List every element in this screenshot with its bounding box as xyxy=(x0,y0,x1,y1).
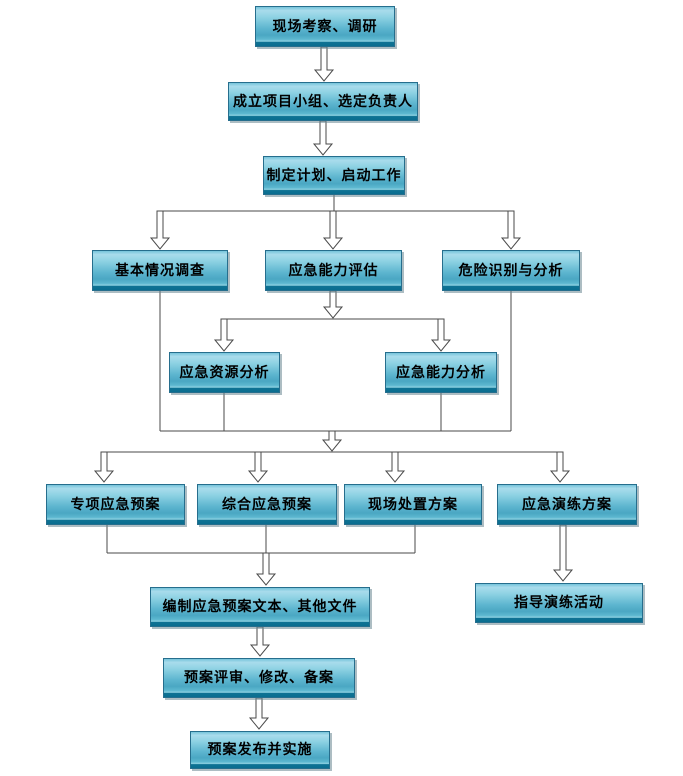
node-publish-implement: 预案发布并实施 xyxy=(190,731,330,769)
node-label: 基本情况调查 xyxy=(115,261,205,278)
node-special-plan: 专项应急预案 xyxy=(46,484,185,525)
node-label: 综合应急预案 xyxy=(222,495,312,512)
node-guide-drill: 指导演练活动 xyxy=(475,583,643,623)
arrow-to-capability-analysis xyxy=(430,318,452,352)
node-make-plan: 制定计划、启动工作 xyxy=(263,156,405,195)
node-label: 应急能力评估 xyxy=(288,261,379,278)
arrow-to-onsite-disposal xyxy=(384,451,406,483)
node-label: 现场处置方案 xyxy=(368,495,458,512)
arrow-to-basic-investigation xyxy=(149,210,171,250)
arrow-collector-to-distributor xyxy=(321,430,343,452)
node-onsite-disposal: 现场处置方案 xyxy=(344,484,482,525)
arrow-to-capability-evaluation xyxy=(322,210,344,250)
node-label: 指导演练活动 xyxy=(514,594,604,611)
node-label: 专项应急预案 xyxy=(70,495,161,512)
node-label: 应急资源分析 xyxy=(179,363,270,380)
arrow-drillplan-to-guide xyxy=(552,524,574,582)
arrow-to-comprehensive-plan xyxy=(247,451,269,483)
node-drill-plan: 应急演练方案 xyxy=(497,484,637,525)
node-capability-analysis: 应急能力分析 xyxy=(385,352,497,393)
node-capability-evaluation: 应急能力评估 xyxy=(265,250,402,291)
node-label: 应急演练方案 xyxy=(522,495,612,512)
node-label: 预案发布并实施 xyxy=(207,741,313,758)
flow-lines xyxy=(104,195,560,554)
node-resource-analysis: 应急资源分析 xyxy=(169,352,280,393)
arrow-to-hazard-identification xyxy=(500,210,522,250)
arrow-to-compile-documents xyxy=(255,552,277,586)
arrow-compile-to-review xyxy=(249,626,271,657)
arrow-to-special-plan xyxy=(93,451,115,483)
arrow-to-resource-analysis xyxy=(213,318,235,352)
arrow-to-drill-plan xyxy=(549,451,571,483)
node-hazard-identification: 危险识别与分析 xyxy=(442,250,580,291)
node-label: 编制应急预案文本、其他文件 xyxy=(162,598,358,615)
flow-arrows xyxy=(93,46,574,730)
node-basic-investigation: 基本情况调查 xyxy=(92,250,228,291)
node-label: 成立项目小组、选定负责人 xyxy=(233,92,413,109)
arrow-review-to-publish xyxy=(248,697,270,730)
node-label: 现场考察、调研 xyxy=(272,17,378,34)
arrow-team-to-plan xyxy=(312,120,334,156)
node-site-survey: 现场考察、调研 xyxy=(255,6,395,47)
node-comprehensive-plan: 综合应急预案 xyxy=(197,484,337,525)
node-form-team: 成立项目小组、选定负责人 xyxy=(228,82,418,121)
arrow-evaluation-split xyxy=(322,290,344,319)
node-compile-documents: 编制应急预案文本、其他文件 xyxy=(150,587,370,627)
node-review-revise: 预案评审、修改、备案 xyxy=(163,658,355,698)
node-label: 应急能力分析 xyxy=(396,363,486,380)
node-label: 危险识别与分析 xyxy=(458,261,564,278)
node-label: 制定计划、启动工作 xyxy=(266,166,402,183)
arrow-survey-to-team xyxy=(313,46,335,82)
node-label: 预案评审、修改、备案 xyxy=(184,669,334,686)
